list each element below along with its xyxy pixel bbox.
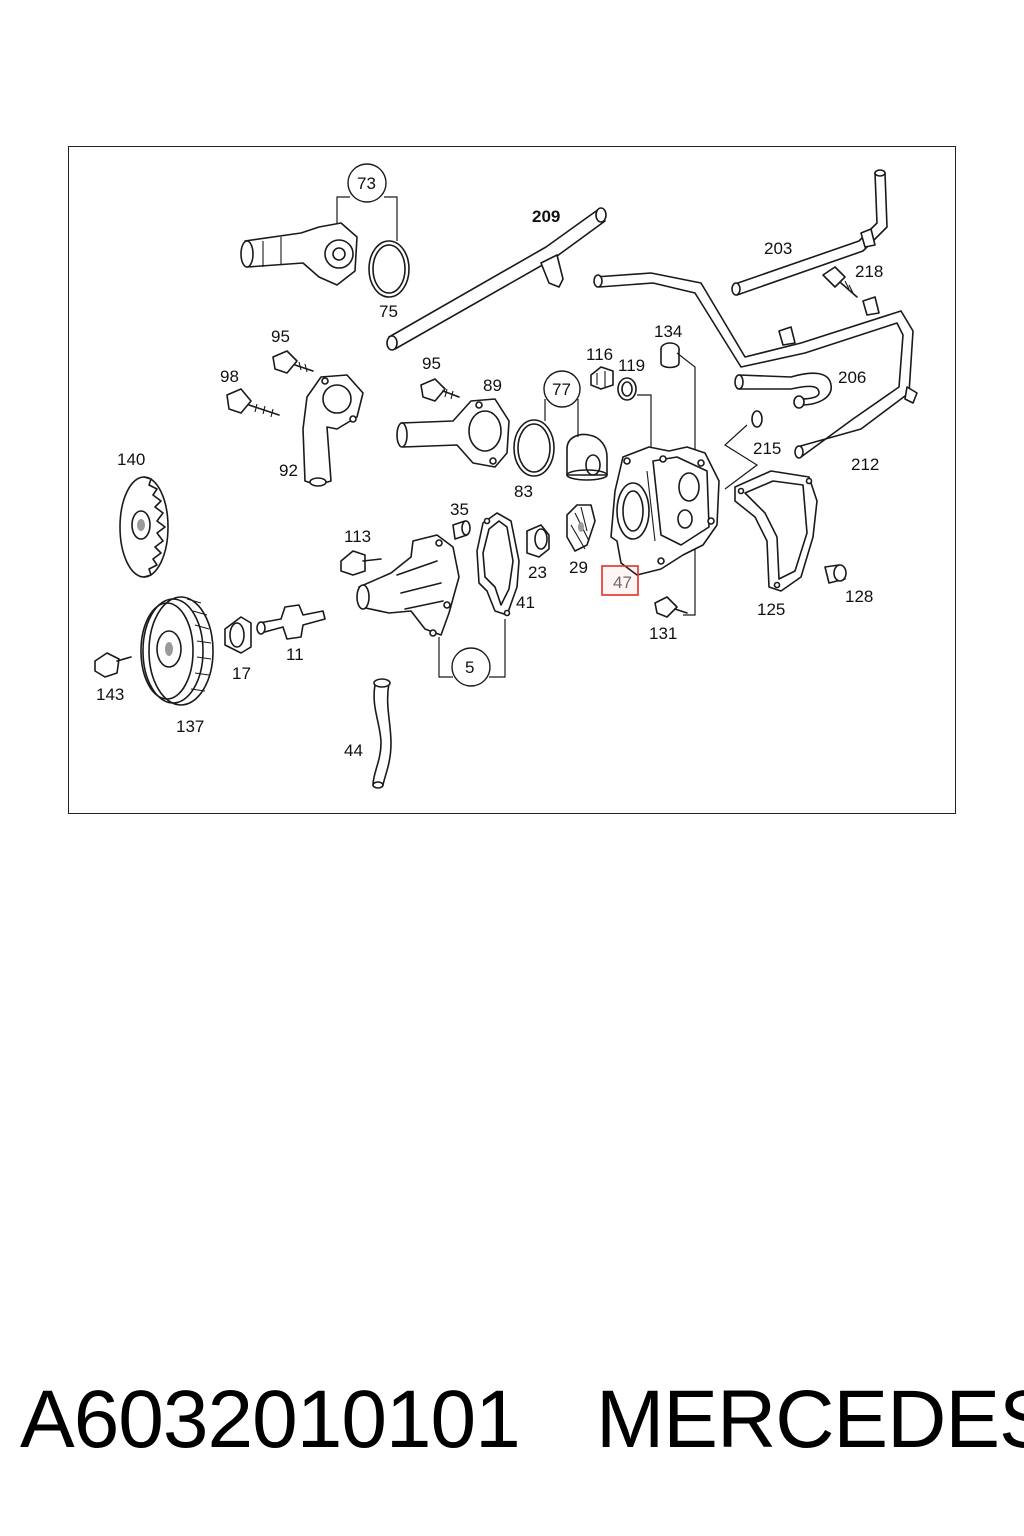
callout-143: 143: [96, 685, 124, 704]
highlight-box-47: [601, 565, 639, 596]
callout-134: 134: [654, 322, 682, 341]
part-caption: A6032010101 MERCEDES: [0, 1365, 1024, 1475]
sleeve-128: [824, 564, 847, 584]
hub-17: [224, 616, 252, 654]
bolt-95-left: [272, 350, 314, 374]
thermostat-77: [566, 433, 608, 481]
brand-text: MERCEDES: [596, 1374, 1024, 1465]
callout-119: 119: [618, 356, 645, 375]
callout-128: 128: [845, 587, 873, 606]
callout-206: 206: [838, 368, 866, 387]
callout-140: 140: [117, 450, 145, 469]
callout-89: 89: [483, 376, 502, 395]
callout-11: 11: [286, 645, 304, 664]
seal-215: [751, 410, 763, 428]
bolt-143: [94, 652, 132, 678]
impeller-29: [566, 504, 596, 552]
callout-17: 17: [232, 664, 251, 683]
callout-5: 5: [465, 658, 474, 677]
exploded-parts-diagram: 73 75 209 203 218: [94, 163, 918, 789]
callout-73: 73: [357, 174, 376, 193]
callout-95-left: 95: [271, 327, 290, 346]
bolt-218: [822, 266, 858, 298]
callout-83: 83: [514, 482, 533, 501]
plug-116: [590, 366, 614, 390]
coolant-pipe-209: [386, 207, 607, 351]
callout-125: 125: [757, 600, 785, 619]
plug-134: [660, 342, 680, 369]
sprocket-140: [119, 476, 169, 578]
callout-77: 77: [552, 380, 571, 399]
callout-212: 212: [851, 455, 879, 474]
o-ring-part: [368, 240, 410, 298]
pump-gasket-41: [476, 512, 520, 617]
seal-ring-119: [617, 377, 637, 401]
callout-215: 215: [753, 439, 781, 458]
callout-131: 131: [649, 624, 677, 643]
water-pump-housing-47: [610, 446, 720, 576]
coolant-pipe-212: [593, 272, 918, 459]
callout-203: 203: [764, 239, 792, 258]
callout-218: 218: [855, 262, 883, 281]
callout-44: 44: [344, 741, 363, 760]
callout-35: 35: [450, 500, 469, 519]
bolt-113: [340, 550, 382, 576]
housing-cover-89: [396, 398, 510, 468]
callout-23: 23: [528, 563, 547, 582]
callout-47: 47: [613, 573, 632, 592]
callout-113: 113: [344, 527, 371, 546]
hose-44: [372, 678, 392, 789]
callout-137: 137: [176, 717, 204, 736]
bolt-95-middle: [420, 378, 460, 402]
shaft-11: [256, 604, 326, 640]
callout-209: 209: [532, 207, 560, 226]
callout-116: 116: [586, 345, 613, 364]
bushing-35: [452, 520, 471, 540]
elbow-housing-92: [302, 374, 364, 487]
callout-41: 41: [516, 593, 535, 612]
coolant-hose-206: [734, 372, 832, 409]
gasket-ring-83: [513, 419, 555, 477]
bolt-98: [226, 388, 280, 418]
pulley-137: [140, 596, 214, 706]
coolant-pipe-203: [731, 169, 888, 296]
thermostat-housing-part: [240, 222, 358, 286]
callout-29: 29: [569, 558, 588, 577]
seal-23: [526, 524, 550, 558]
gasket-125: [734, 470, 818, 592]
part-number-text: A6032010101: [20, 1374, 521, 1465]
callout-75: 75: [379, 302, 398, 321]
callout-95-middle: 95: [422, 354, 441, 373]
callout-92: 92: [279, 461, 298, 480]
callout-98: 98: [220, 367, 239, 386]
bolt-131: [654, 596, 688, 618]
parts-diagram-frame: 73 75 209 203 218: [68, 146, 956, 814]
water-pump-5: [356, 534, 460, 637]
